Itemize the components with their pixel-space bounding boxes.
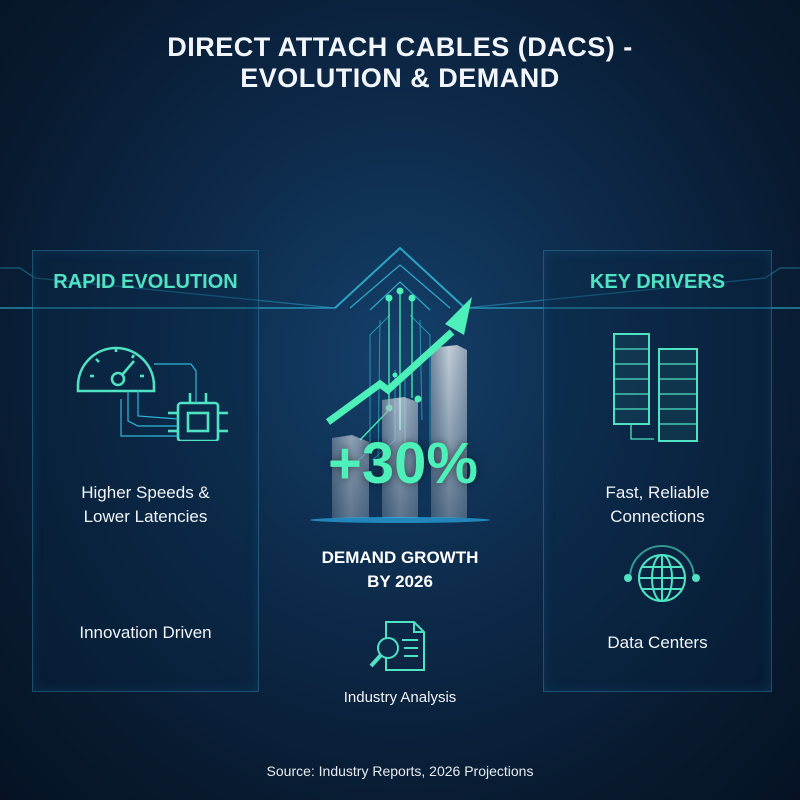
bar-2: [382, 397, 418, 518]
bar-1: [332, 435, 369, 518]
growth-chart-graphic: [310, 297, 490, 523]
speedometer-chip-icon: [76, 346, 228, 441]
higher-speeds-text: Higher Speeds & Lower Latencies: [81, 483, 210, 526]
arrow-head: [445, 297, 472, 335]
key-drivers-panel: KEY DRIVERS Fast, Reliable Connections D…: [543, 250, 772, 692]
server-rack-icon: [613, 333, 698, 442]
source-note: Source: Industry Reports, 2026 Projectio…: [266, 763, 534, 779]
fast-connections-text: Fast, Reliable Connections: [605, 483, 710, 526]
page-title: DIRECT ATTACH CABLES (DACS) - EVOLUTION …: [0, 32, 800, 94]
demand-growth-caption: DEMAND GROWTH BY 2026: [321, 548, 479, 591]
industry-analysis-label: Industry Analysis: [343, 689, 457, 706]
data-centers-text: Data Centers: [607, 633, 708, 652]
globe-icon: [624, 545, 700, 602]
trend-arrow: [325, 329, 455, 425]
bar-3: [431, 345, 467, 518]
document-magnifier-icon: [369, 621, 425, 671]
rapid-evolution-panel: RAPID EVOLUTION Higher Speeds & Lower La…: [32, 250, 259, 692]
title-line-1: DIRECT ATTACH CABLES (DACS) -: [167, 32, 633, 62]
growth-stat: +30%: [328, 431, 478, 496]
panel-title: KEY DRIVERS: [589, 271, 726, 293]
innovation-driven-text: Innovation Driven: [79, 623, 212, 642]
panel-title: RAPID EVOLUTION: [53, 271, 238, 293]
title-line-2: EVOLUTION & DEMAND: [240, 63, 560, 93]
